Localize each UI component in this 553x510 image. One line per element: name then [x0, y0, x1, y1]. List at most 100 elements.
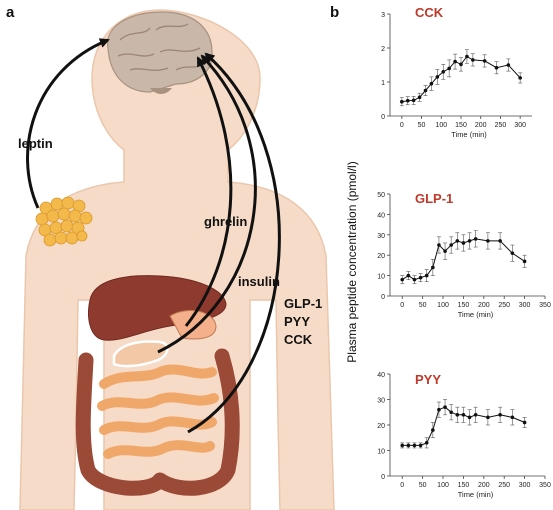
data-point: [449, 243, 453, 247]
data-point: [424, 273, 429, 278]
chart-title: PYY: [415, 372, 441, 387]
data-point: [455, 413, 460, 417]
leptin-arrow: [26, 38, 110, 209]
x-tick-label: 50: [419, 302, 427, 309]
data-point: [494, 65, 499, 70]
label-glp1: GLP-1: [284, 296, 322, 311]
data-point: [498, 239, 502, 243]
x-tick-label: 100: [435, 122, 447, 129]
data-point: [482, 59, 487, 63]
data-point: [471, 58, 475, 62]
data-point: [473, 237, 478, 241]
label-ghrelin: ghrelin: [204, 214, 247, 229]
data-point: [435, 75, 440, 79]
data-point: [405, 98, 410, 103]
label-insulin: insulin: [238, 274, 280, 289]
label-leptin: leptin: [18, 136, 53, 151]
x-tick-label: 250: [498, 482, 510, 489]
x-tick-label: 200: [475, 122, 487, 129]
x-tick-label: 0: [400, 122, 404, 129]
data-point: [449, 410, 453, 415]
data-point: [498, 413, 502, 417]
data-point: [431, 428, 435, 432]
data-point: [461, 413, 466, 417]
data-point: [467, 415, 472, 420]
data-point: [455, 239, 460, 243]
data-point: [467, 239, 472, 243]
data-point: [429, 81, 434, 86]
x-tick-label: 300: [519, 302, 531, 309]
x-axis-label: Time (min): [451, 130, 487, 139]
data-point: [443, 249, 447, 253]
data-point: [506, 63, 511, 67]
data-point: [400, 443, 405, 448]
data-point: [400, 99, 404, 104]
data-point: [522, 420, 527, 425]
x-tick-label: 50: [419, 482, 427, 489]
liver-illustration: [88, 275, 227, 341]
chart-title: CCK: [415, 5, 444, 20]
y-tick-label: 40: [377, 372, 385, 379]
panel-b-label: b: [330, 4, 339, 21]
chart-title: GLP-1: [415, 191, 453, 206]
x-tick-label: 200: [478, 302, 490, 309]
x-tick-label: 350: [539, 302, 551, 309]
ghrelin-arrow: [184, 56, 233, 327]
y-tick-label: 1: [381, 80, 385, 87]
data-point: [486, 415, 490, 420]
x-tick-label: 250: [495, 122, 507, 129]
insulin-arrow: [157, 54, 257, 354]
data-point: [453, 59, 457, 64]
data-point: [459, 62, 463, 67]
x-tick-label: 250: [498, 302, 510, 309]
panel-a-label: a: [6, 4, 15, 21]
data-point: [417, 95, 422, 100]
data-point: [518, 76, 522, 80]
data-point: [418, 275, 423, 280]
signaling-arrows: [26, 38, 281, 434]
x-tick-label: 100: [437, 302, 449, 309]
data-point: [406, 273, 411, 278]
data-point: [473, 413, 478, 417]
x-tick-label: 100: [437, 482, 449, 489]
y-tick-label: 30: [377, 398, 385, 405]
x-tick-label: 300: [519, 482, 531, 489]
data-point: [443, 405, 447, 409]
data-point: [447, 66, 451, 71]
x-tick-label: 50: [418, 122, 426, 129]
x-tick-label: 300: [514, 122, 526, 129]
x-tick-label: 150: [455, 122, 467, 129]
label-cck: CCK: [284, 332, 313, 347]
colon-illustration: [75, 348, 240, 496]
panel-a: a: [6, 4, 335, 510]
data-point: [486, 239, 490, 243]
adipose-tissue-illustration: [35, 196, 93, 247]
data-point: [412, 443, 417, 448]
x-tick-label: 0: [400, 482, 404, 489]
data-point: [412, 277, 417, 282]
data-point: [431, 265, 435, 270]
x-tick-label: 200: [478, 482, 490, 489]
shared-ylabel: Plasma peptide concentration (pmol/l): [345, 161, 359, 362]
data-point: [411, 98, 416, 103]
y-tick-label: 0: [381, 294, 385, 301]
x-axis-label: Time (min): [458, 310, 494, 319]
data-point: [423, 88, 428, 93]
y-tick-label: 0: [381, 474, 385, 481]
y-tick-label: 20: [377, 253, 385, 260]
data-point: [522, 259, 527, 264]
body-silhouette: [19, 9, 335, 510]
x-tick-label: 350: [539, 482, 551, 489]
data-point: [437, 243, 441, 247]
data-point: [418, 443, 423, 448]
pancreas-illustration: [112, 340, 169, 368]
data-point: [461, 241, 466, 245]
brain-illustration: [107, 11, 213, 94]
y-tick-label: 40: [377, 212, 385, 219]
x-axis-label: Time (min): [458, 490, 494, 499]
gut-peptides-arrow: [187, 52, 281, 434]
